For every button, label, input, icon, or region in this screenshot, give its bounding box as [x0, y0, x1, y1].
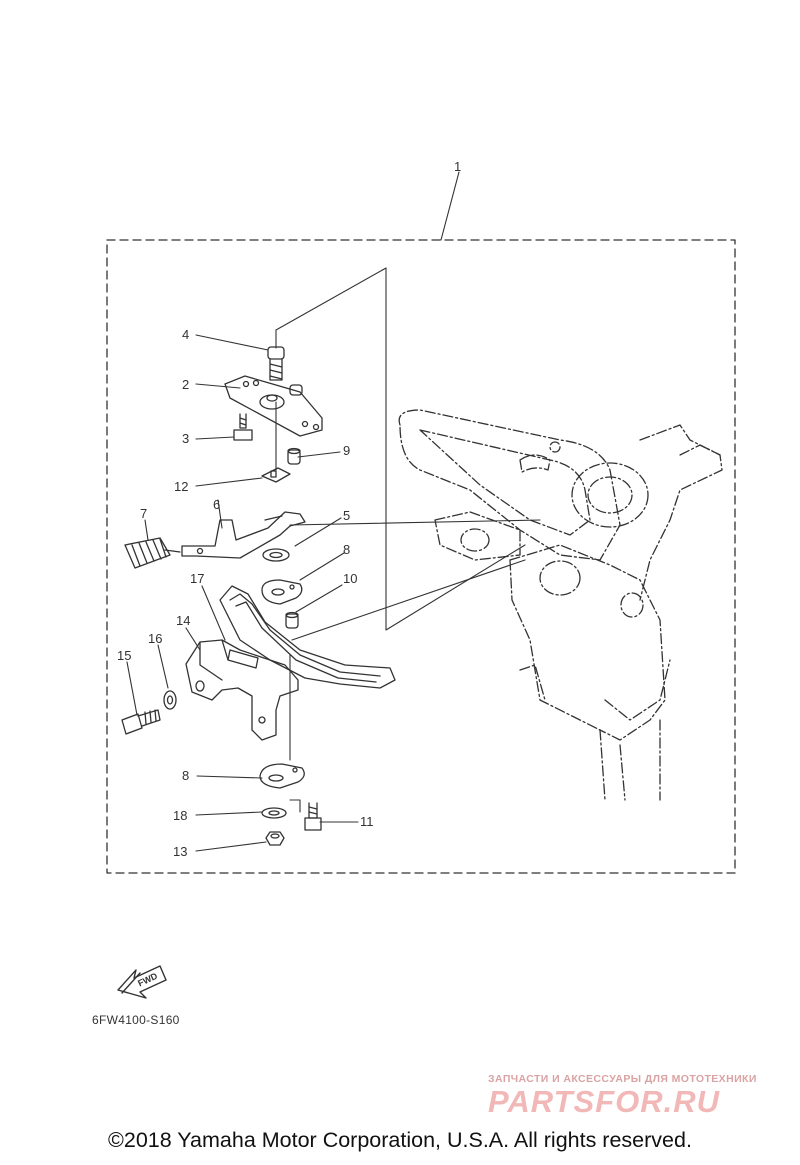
callout-13: 13 [173, 844, 187, 859]
callout-1: 1 [454, 159, 461, 174]
part-15-bolt [121, 709, 161, 735]
part-10-bushing [285, 611, 299, 629]
callout-14: 14 [176, 613, 190, 628]
part-13-nut [265, 831, 285, 846]
part-8-cam-lower [259, 763, 305, 789]
watermark-tagline: ЗАПЧАСТИ И АКСЕССУАРЫ ДЛЯ МОТОТЕХНИКИ [488, 1073, 757, 1085]
part-3-screw [233, 413, 253, 441]
diagram-code: 6FW4100-S160 [92, 1013, 180, 1027]
copyright-notice: ©2018 Yamaha Motor Corporation, U.S.A. A… [108, 1128, 692, 1152]
part-12-washer [261, 467, 291, 483]
part-6-link [181, 511, 306, 559]
callout-numbers: 1 2 3 4 5 6 7 8 8 9 10 11 12 13 14 15 16… [117, 159, 461, 859]
fwd-arrow-icon [117, 965, 167, 999]
callout-8-lower: 8 [182, 768, 189, 783]
callout-10: 10 [343, 571, 357, 586]
callout-4: 4 [182, 327, 189, 342]
part-7-grip [124, 537, 181, 569]
callout-3: 3 [182, 431, 189, 446]
callout-8-upper: 8 [343, 542, 350, 557]
part-18-washer [261, 807, 287, 819]
callout-6: 6 [213, 497, 220, 512]
part-9-collar [287, 447, 301, 465]
part-2-plate [224, 375, 323, 437]
part-4-bolt [267, 346, 285, 381]
callout-11: 11 [360, 814, 374, 829]
callout-18: 18 [173, 808, 187, 823]
callout-12: 12 [174, 479, 188, 494]
assembly-boundary [106, 239, 736, 874]
leader-lines [126, 171, 541, 852]
callout-7: 7 [140, 506, 147, 521]
callout-15: 15 [117, 648, 131, 663]
mount-bracket-outline [398, 409, 723, 801]
callout-16: 16 [148, 631, 162, 646]
watermark-logo: PARTSFOR.RU [488, 1084, 721, 1119]
callout-9: 9 [343, 443, 350, 458]
callout-5: 5 [343, 508, 350, 523]
part-17-guide [219, 585, 396, 689]
part-14-bracket [185, 639, 299, 741]
callout-2: 2 [182, 377, 189, 392]
part-16-washer [163, 690, 177, 710]
part-8-cam-upper [261, 579, 303, 605]
part-11-screw [304, 802, 322, 831]
callout-17: 17 [190, 571, 204, 586]
part-5-washer [262, 548, 290, 562]
